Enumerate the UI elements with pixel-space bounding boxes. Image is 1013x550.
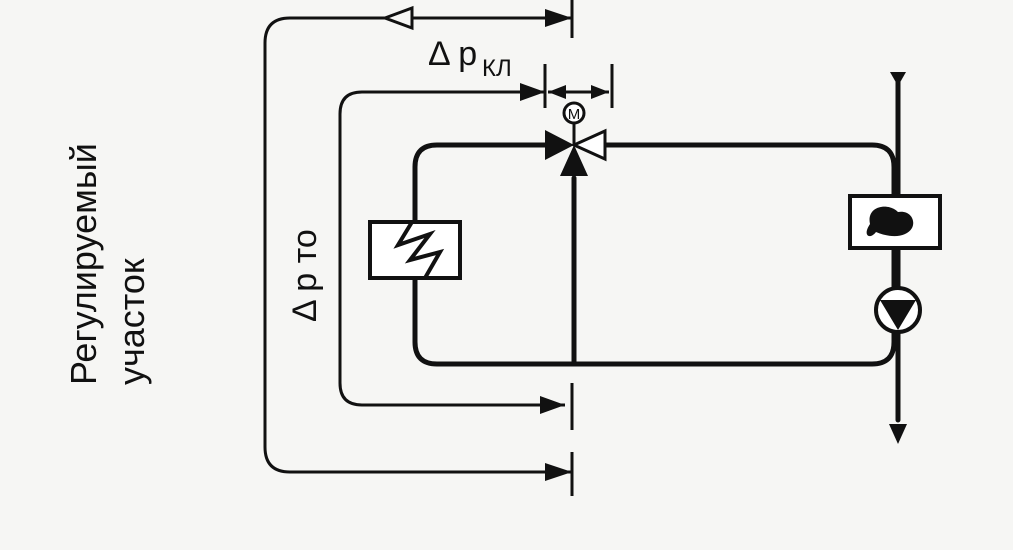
arrowhead-top-right [545, 9, 572, 27]
zone-label-line1: Регулируемый [63, 143, 104, 385]
arrowhead-bottom-mid [540, 396, 565, 414]
exchanger-loop [412, 142, 897, 367]
arrowhead-bottom-right [545, 463, 572, 481]
return-outlet-arrow [889, 424, 907, 444]
motor-actuator-icon: M [562, 101, 586, 125]
supply-inlet-marker [890, 72, 906, 86]
three-way-valve-icon: M [545, 101, 607, 176]
circulation-pump-icon [874, 286, 922, 334]
exchanger-dimension-bracket [338, 64, 614, 430]
dp-exchanger-label: Δ p то [286, 229, 324, 322]
dp-valve-label: Δ p КЛ [428, 35, 512, 82]
piping [412, 72, 907, 444]
arrowhead-valve-right [591, 85, 609, 99]
arrowhead-to-valve [520, 83, 545, 101]
zone-dimension-bracket [263, 0, 574, 496]
zone-label-line2: участок [111, 258, 152, 385]
arrowhead-top-left [380, 5, 414, 31]
motor-label: M [568, 106, 581, 123]
heat-exchanger-icon [368, 220, 462, 280]
dp-valve-symbol: Δ p [428, 35, 477, 73]
arrowhead-valve-left [548, 85, 566, 99]
regulated-zone-label: Регулируемый участок [63, 143, 152, 385]
dp-valve-subscript: КЛ [482, 55, 512, 82]
consumer-unit-icon [848, 194, 942, 250]
